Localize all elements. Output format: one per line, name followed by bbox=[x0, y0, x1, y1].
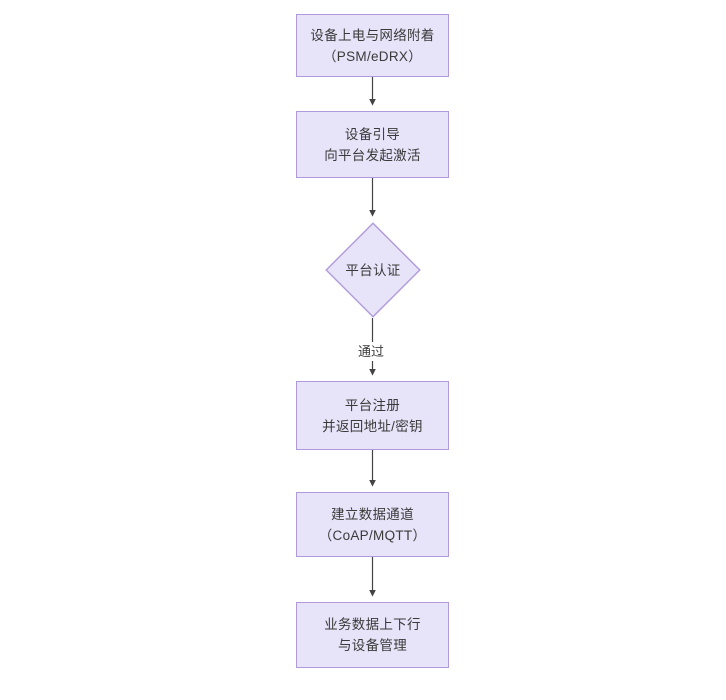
node-text-line: （PSM/eDRX） bbox=[322, 48, 423, 64]
flow-node-device-power-on[interactable]: 设备上电与网络附着 （PSM/eDRX） bbox=[296, 14, 449, 77]
flow-node-business-data-and-device-mgmt[interactable]: 业务数据上下行 与设备管理 bbox=[296, 602, 449, 668]
node-text-line: 业务数据上下行 bbox=[324, 617, 421, 632]
node-text-line: 设备上电与网络附着 bbox=[310, 27, 435, 43]
node-text-line: 平台注册 bbox=[344, 397, 401, 413]
diamond-shape bbox=[325, 222, 421, 318]
flow-node-establish-data-channel[interactable]: 建立数据通道 （CoAP/MQTT） bbox=[296, 492, 449, 557]
node-text-line: 平台认证 bbox=[345, 262, 401, 278]
node-text-line: 与设备管理 bbox=[338, 638, 407, 653]
flow-node-platform-auth-decision[interactable]: 平台认证 bbox=[325, 222, 421, 318]
node-text-line: 向平台发起激活 bbox=[324, 147, 421, 163]
flow-node-platform-register[interactable]: 平台注册 并返回地址/密钥 bbox=[296, 381, 449, 450]
node-text-line: 并返回地址/密钥 bbox=[322, 418, 423, 434]
node-text-line: 建立数据通道 bbox=[331, 506, 414, 522]
edge-label-pass: 通过 bbox=[355, 342, 388, 361]
node-text-line: 设备引导 bbox=[344, 126, 401, 142]
flow-node-device-bootstrap[interactable]: 设备引导 向平台发起激活 bbox=[296, 111, 449, 178]
node-text-line: （CoAP/MQTT） bbox=[318, 527, 427, 543]
